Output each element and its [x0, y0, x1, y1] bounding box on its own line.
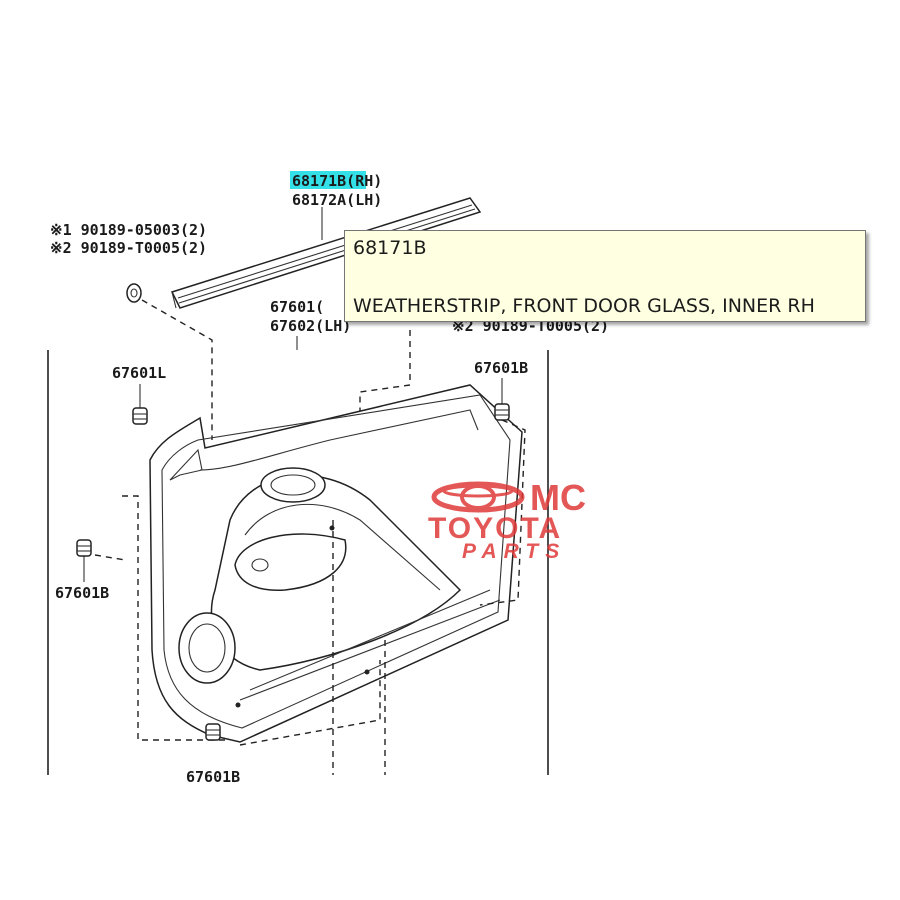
dash-right-clips — [479, 419, 526, 606]
dash-left-clips — [122, 495, 230, 741]
label-67601b-bottom[interactable]: 67601B — [186, 768, 240, 786]
clip-67601b-bottom[interactable] — [205, 723, 221, 741]
watermark-parts: PARTS — [462, 540, 566, 563]
clip-67601b-right[interactable] — [494, 403, 510, 421]
dash-connector — [359, 330, 411, 420]
watermark-toyota: TOYOTA — [428, 512, 562, 545]
watermark-mc: MC — [530, 477, 586, 518]
label-67601b-left[interactable]: 67601B — [55, 584, 109, 602]
part-tooltip: 68171B WEATHERSTRIP, FRONT DOOR GLASS, I… — [344, 230, 866, 322]
label-67601l[interactable]: 67601L — [112, 364, 166, 382]
tooltip-part-description: WEATHERSTRIP, FRONT DOOR GLASS, INNER RH — [353, 295, 815, 317]
tooltip-part-code: 68171B — [353, 237, 427, 259]
label-clip-note-1[interactable]: ※1 90189-05003(2) — [50, 221, 207, 239]
weatherstrip-part[interactable] — [170, 197, 482, 309]
clip-top-left[interactable] — [126, 283, 142, 303]
clip-67601b-left[interactable] — [76, 539, 92, 557]
label-67602-lh[interactable]: 67602(LH) — [270, 317, 351, 335]
dash-left-mid — [94, 554, 126, 561]
label-67601b-top-right[interactable]: 67601B — [474, 359, 528, 377]
omc-toyota-watermark: MC TOYOTA PARTS — [428, 477, 586, 563]
dash-clip-top-left — [141, 299, 213, 440]
door-trim-board[interactable] — [149, 384, 523, 743]
part-number-highlight — [290, 171, 366, 189]
label-clip-note-2[interactable]: ※2 90189-T0005(2) — [50, 239, 207, 257]
dash-bottom — [239, 660, 381, 746]
label-68171b-rh[interactable]: 68171B(RH) — [292, 172, 382, 190]
toyota-logo-icon — [431, 481, 525, 513]
label-68172a-lh[interactable]: 68172A(LH) — [292, 191, 382, 209]
label-67601-rh[interactable]: 67601( — [270, 298, 324, 316]
clip-67601l[interactable] — [132, 407, 148, 425]
